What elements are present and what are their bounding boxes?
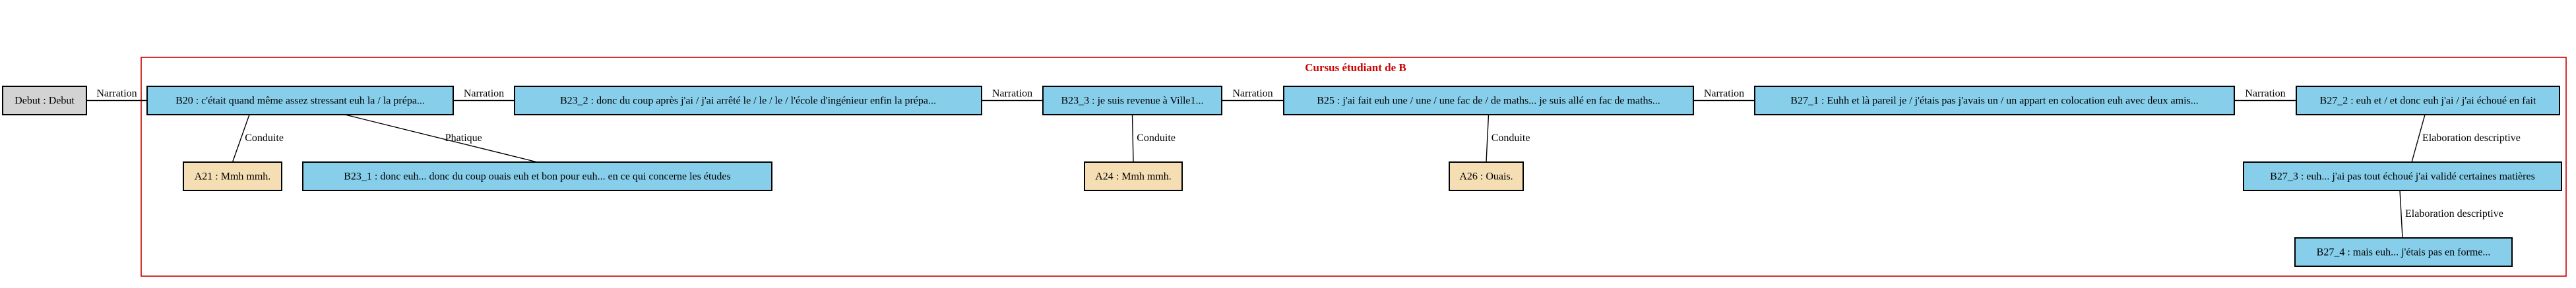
- node-b23-3[interactable]: B23_3 : je suis revenue à Ville1...: [1042, 86, 1222, 115]
- edge-line: [1131, 114, 1134, 163]
- node-a21[interactable]: A21 : Mmh mmh.: [183, 161, 282, 191]
- edge-B20-B23_1: Phatique: [344, 114, 538, 163]
- node-box: [2, 86, 87, 115]
- edge-line: [344, 114, 538, 163]
- edge-label: Narration: [96, 88, 137, 100]
- edge-B27_2-B27_3: Elaboration descriptive: [2411, 114, 2521, 163]
- node-box: [2243, 161, 2562, 191]
- edges-layer: Narration Narration Narration Narration Narr…: [86, 88, 2521, 239]
- edge-line: [2399, 190, 2403, 239]
- edge-B23_3-A24: Conduite: [1131, 114, 1176, 163]
- edge-B27_3-B27_4: Elaboration descriptive: [2399, 190, 2503, 239]
- cluster-cursus-etudiant: Cursus étudiant de B: [141, 57, 2567, 277]
- node-label: B23_3 : je suis revenue à Ville1...: [1061, 96, 1203, 107]
- node-b27-1[interactable]: B27_1 : Euhh et là pareil je / j'étais p…: [1754, 86, 2235, 115]
- edge-label: Narration: [464, 88, 504, 100]
- node-box: [302, 161, 772, 191]
- node-box: [183, 161, 282, 191]
- node-b20[interactable]: B20 : c'était quand même assez stressant…: [146, 86, 454, 115]
- node-label: B25 : j'ai fait euh une / une / une fac …: [1317, 96, 1660, 107]
- edge-line: [1486, 114, 1490, 163]
- node-b27-2[interactable]: B27_2 : euh et / et donc euh j'ai / j'ai…: [2296, 86, 2560, 115]
- node-label: A21 : Mmh mmh.: [195, 171, 271, 183]
- edge-line: [232, 114, 250, 163]
- node-box: [2296, 86, 2560, 115]
- node-b23-2[interactable]: B23_2 : donc du coup après j'ai / j'ai a…: [514, 86, 982, 115]
- node-b25[interactable]: B25 : j'ai fait euh une / une / une fac …: [1283, 86, 1694, 115]
- node-box: [146, 86, 454, 115]
- node-a24[interactable]: A24 : Mmh mmh.: [1084, 161, 1183, 191]
- node-label: B27_2 : euh et / et donc euh j'ai / j'ai…: [2320, 96, 2536, 107]
- node-box: [514, 86, 982, 115]
- edge-B23_2-B23_3: Narration: [982, 88, 1043, 101]
- edge-B25-A26: Conduite: [1486, 114, 1530, 163]
- node-box: [1754, 86, 2235, 115]
- edge-line: [2411, 114, 2426, 163]
- edge-B20-B23_2: Narration: [453, 88, 515, 101]
- node-box: [1084, 161, 1183, 191]
- node-box: [1449, 161, 1524, 191]
- cluster-border: [141, 57, 2567, 277]
- node-box: [1283, 86, 1694, 115]
- edge-label: Elaboration descriptive: [2405, 208, 2503, 219]
- node-label: B27_4 : mais euh... j'étais pas en forme…: [2317, 247, 2491, 258]
- node-a26[interactable]: A26 : Ouais.: [1449, 161, 1524, 191]
- edge-B20-A21: Conduite: [232, 114, 284, 163]
- node-label: A26 : Ouais.: [1459, 171, 1513, 183]
- node-box: [2294, 237, 2513, 267]
- node-label: A24 : Mmh mmh.: [1095, 171, 1172, 183]
- edge-label: Narration: [992, 88, 1032, 100]
- edge-label: Conduite: [245, 132, 284, 144]
- node-label: B23_2 : donc du coup après j'ai / j'ai a…: [560, 96, 936, 107]
- edge-label: Conduite: [1137, 132, 1176, 144]
- cluster-title: Cursus étudiant de B: [1305, 61, 1406, 74]
- edge-label: Narration: [1704, 88, 1744, 100]
- node-label: Debut : Debut: [15, 96, 75, 107]
- edge-label: Narration: [1232, 88, 1272, 100]
- edge-label: Elaboration descriptive: [2422, 132, 2521, 144]
- node-label: B20 : c'était quand même assez stressant…: [175, 96, 425, 107]
- edge-B27_1-B27_2: Narration: [2234, 88, 2296, 101]
- nodes-layer: Debut : Debut B20 : c'était quand même as…: [2, 86, 2562, 267]
- node-label: B23_1 : donc euh... donc du coup ouais e…: [344, 171, 731, 183]
- node-b23-1[interactable]: B23_1 : donc euh... donc du coup ouais e…: [302, 161, 772, 191]
- node-b27-4[interactable]: B27_4 : mais euh... j'étais pas en forme…: [2294, 237, 2513, 267]
- edge-debut-B20: Narration: [86, 88, 147, 101]
- edge-label: Conduite: [1492, 132, 1530, 144]
- node-b27-3[interactable]: B27_3 : euh... j'ai pas tout échoué j'ai…: [2243, 161, 2562, 191]
- edge-B23_3-B25: Narration: [1222, 88, 1284, 101]
- edge-label: Phatique: [445, 132, 482, 144]
- node-label: B27_3 : euh... j'ai pas tout échoué j'ai…: [2270, 171, 2535, 183]
- edge-label: Narration: [2245, 88, 2285, 100]
- node-debut[interactable]: Debut : Debut: [2, 86, 87, 115]
- edge-B25-B27_1: Narration: [1693, 88, 1755, 101]
- node-label: B27_1 : Euhh et là pareil je / j'étais p…: [1790, 96, 2198, 107]
- node-box: [1042, 86, 1222, 115]
